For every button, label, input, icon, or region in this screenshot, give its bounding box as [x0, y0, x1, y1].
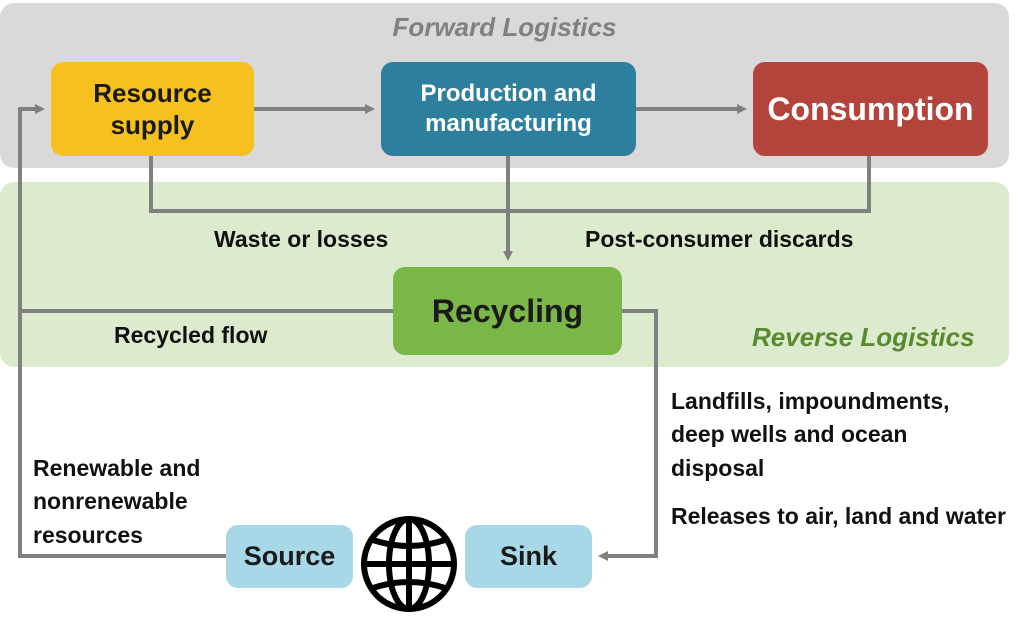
- resource-supply-label-line2: supply: [110, 110, 195, 140]
- recycled-flow-label: Recycled flow: [114, 322, 268, 348]
- arrow-recycling-to-sink: [598, 309, 658, 561]
- source-box: Source: [226, 525, 353, 588]
- post-consumer-label: Post-consumer discards: [585, 226, 854, 252]
- landfill-label-line1: Landfills, impoundments,: [671, 388, 950, 414]
- production-label-line1: Production and: [420, 80, 597, 107]
- resource-supply-label-line1: Resource: [93, 77, 212, 108]
- consumption-label: Consumption: [767, 91, 974, 127]
- recycling-label: Recycling: [431, 293, 584, 329]
- line-waste-from-resource: [149, 156, 508, 213]
- consumption-box: Consumption: [753, 62, 988, 156]
- globe-icon: [361, 516, 457, 612]
- resources-label-line3: resources: [33, 521, 143, 548]
- waste-label: Waste or losses: [214, 226, 389, 252]
- sink-label: Sink: [499, 540, 558, 571]
- sink-box: Sink: [465, 525, 592, 588]
- landfill-label-line3: disposal: [671, 454, 765, 481]
- resources-label-line1: Renewable and: [33, 455, 201, 481]
- source-label: Source: [243, 540, 336, 571]
- production-label-line2: manufacturing: [425, 110, 592, 137]
- line-discards-from-consumption: [508, 156, 871, 213]
- landfill-label-line2: deep wells and ocean: [671, 421, 908, 448]
- forward-logistics-title: Forward Logistics: [392, 12, 617, 42]
- landfill-label: Landfills, impoundments, deep wells and …: [671, 385, 971, 485]
- reverse-logistics-title: Reverse Logistics: [752, 322, 975, 352]
- arrow-source-to-resource: [18, 104, 226, 558]
- recycling-box: Recycling: [393, 267, 622, 355]
- releases-label: Releases to air, land and water: [671, 503, 1006, 529]
- production-box: Production and manufacturing: [381, 62, 636, 156]
- resources-label: Renewable and nonrenewable resources: [33, 452, 233, 552]
- resources-label-line2: nonrenewable: [33, 488, 188, 515]
